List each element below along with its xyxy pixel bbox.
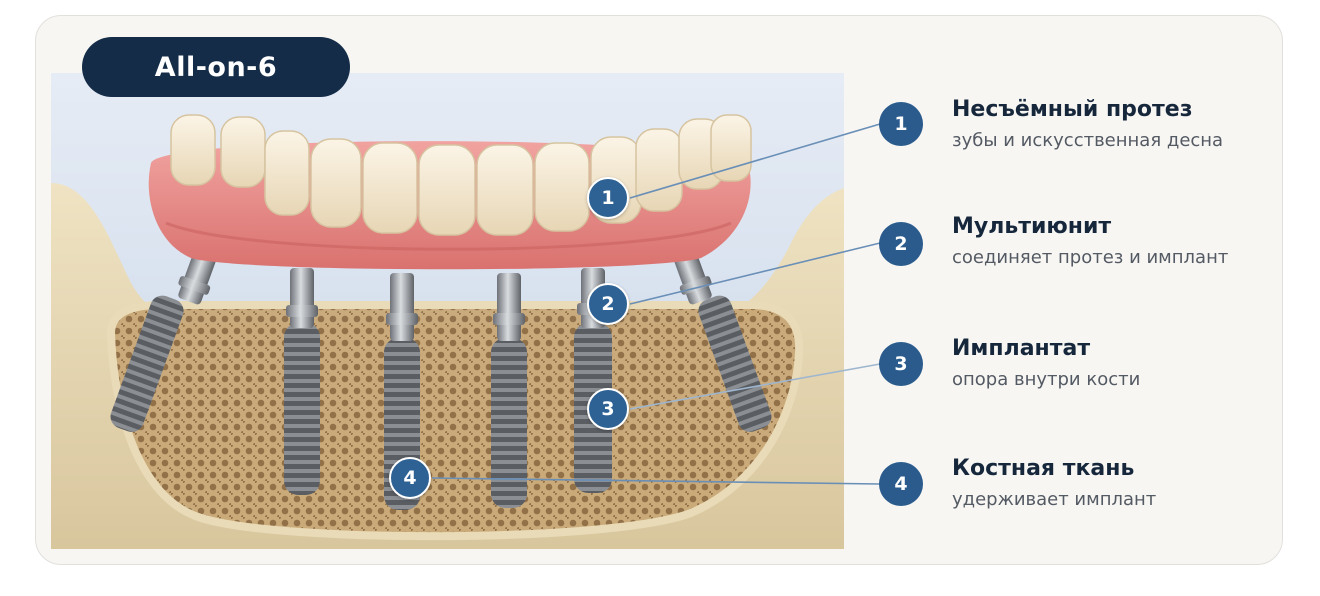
marker-4: 4	[389, 457, 431, 499]
legend-desc-2: соединяет протез и имплант	[952, 247, 1229, 268]
legend-desc-1: зубы и искусственная десна	[952, 130, 1224, 151]
legend-title-1: Несъёмный протез	[952, 97, 1193, 122]
diagram-title: All-on-6	[154, 51, 278, 83]
title-badge: All-on-6	[82, 37, 350, 97]
legend-marker-1: 1	[879, 102, 923, 146]
implant-illustration	[51, 73, 844, 549]
legend-desc-4: удерживает имплант	[952, 489, 1157, 510]
legend-desc-3: опора внутри кости	[952, 369, 1141, 390]
legend-title-2: Мультиюнит	[952, 214, 1112, 239]
marker-1: 1	[587, 177, 629, 219]
marker-2: 2	[587, 283, 629, 325]
legend-marker-4: 4	[879, 462, 923, 506]
marker-3: 3	[587, 388, 629, 430]
legend-title-4: Костная ткань	[952, 456, 1135, 481]
legend-marker-3: 3	[879, 342, 923, 386]
legend-marker-2: 2	[879, 222, 923, 266]
legend-title-3: Имплантат	[952, 336, 1091, 361]
